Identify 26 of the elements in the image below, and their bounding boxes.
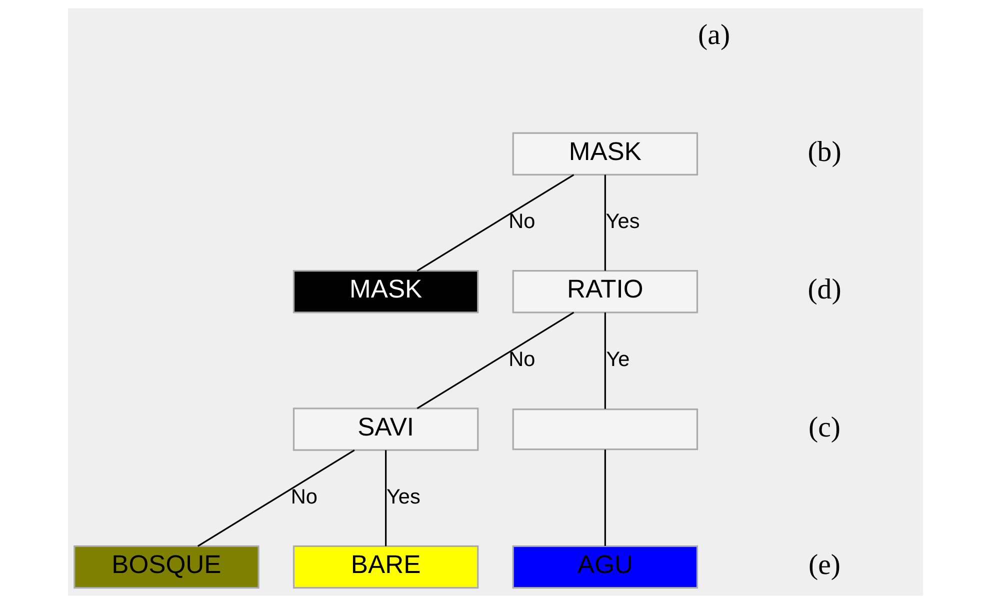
connector bbox=[604, 174, 606, 271]
label: (b) bbox=[807, 136, 841, 168]
edge-label: Ye bbox=[606, 348, 630, 371]
connector bbox=[416, 312, 574, 410]
label: (a) bbox=[698, 19, 730, 52]
edge-label: No bbox=[508, 348, 535, 371]
node-box: BARE bbox=[292, 545, 478, 589]
label: (d) bbox=[807, 274, 841, 306]
edge-label: No bbox=[508, 210, 535, 234]
connector bbox=[384, 450, 386, 546]
node-box: RATIO bbox=[512, 270, 698, 314]
connector bbox=[416, 174, 574, 272]
edge-label: No bbox=[290, 486, 317, 509]
node-box: SAVI bbox=[292, 408, 478, 451]
connector bbox=[604, 450, 606, 546]
label: (e) bbox=[808, 549, 840, 582]
node-box bbox=[512, 408, 698, 450]
node-box: MASK bbox=[292, 270, 478, 314]
node-box: MASK bbox=[512, 132, 698, 176]
edge-label: Yes bbox=[605, 210, 640, 234]
edge-label: Yes bbox=[386, 486, 420, 509]
node-box: BOSQUE bbox=[73, 545, 259, 589]
connector bbox=[196, 449, 354, 547]
node-box: AGU bbox=[512, 545, 698, 589]
label: (c) bbox=[808, 411, 840, 444]
connector bbox=[604, 312, 606, 409]
